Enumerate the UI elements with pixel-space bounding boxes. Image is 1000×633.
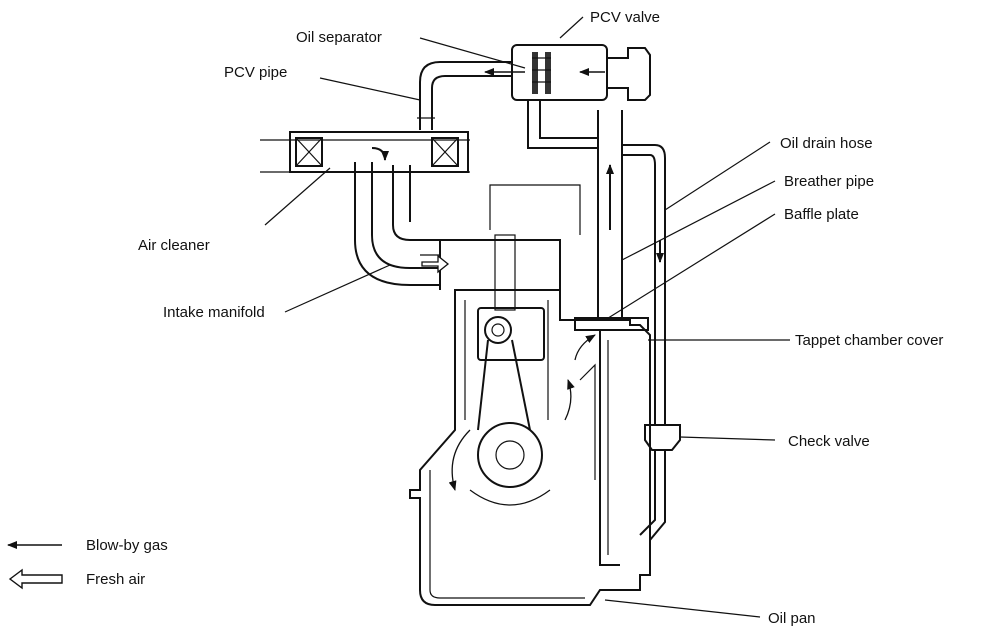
fresh-air-arrow-icon — [8, 568, 63, 590]
label-pcv-valve: PCV valve — [590, 9, 660, 26]
label-intake-manifold: Intake manifold — [163, 304, 265, 321]
oil-drain-hose — [622, 144, 666, 425]
label-pcv-pipe: PCV pipe — [224, 64, 287, 81]
label-oil-pan: Oil pan — [768, 610, 816, 627]
piston-assembly — [469, 307, 551, 506]
oil-separator — [484, 44, 608, 101]
legend-label-blow-by-gas: Blow-by gas — [86, 537, 168, 554]
leader-lines — [264, 16, 790, 618]
label-breather-pipe: Breather pipe — [784, 173, 874, 190]
blow-by-flow-arrows — [448, 334, 596, 491]
label-oil-drain-hose: Oil drain hose — [780, 135, 873, 152]
breather-pipe — [597, 110, 623, 318]
legend: Blow-by gas Fresh air — [7, 537, 168, 590]
label-oil-separator: Oil separator — [296, 29, 382, 46]
air-cleaner — [260, 131, 470, 173]
legend-item-blow-by-gas: Blow-by gas — [7, 537, 168, 554]
pcv-pipe — [417, 61, 512, 130]
engine-block — [409, 184, 651, 606]
legend-label-fresh-air: Fresh air — [86, 571, 145, 588]
intake-manifold — [354, 162, 450, 286]
label-baffle-plate: Baffle plate — [784, 206, 859, 223]
label-tappet-chamber-cover: Tappet chamber cover — [795, 332, 943, 349]
legend-item-fresh-air: Fresh air — [8, 568, 145, 590]
component-labels: PCV valve Oil separator PCV pipe Oil dra… — [138, 9, 943, 627]
label-air-cleaner: Air cleaner — [138, 237, 210, 254]
tappet-chamber — [574, 317, 649, 566]
pcv-valve — [607, 47, 651, 101]
separator-drain-line — [527, 100, 598, 149]
check-valve — [639, 424, 681, 541]
label-check-valve: Check valve — [788, 433, 870, 450]
